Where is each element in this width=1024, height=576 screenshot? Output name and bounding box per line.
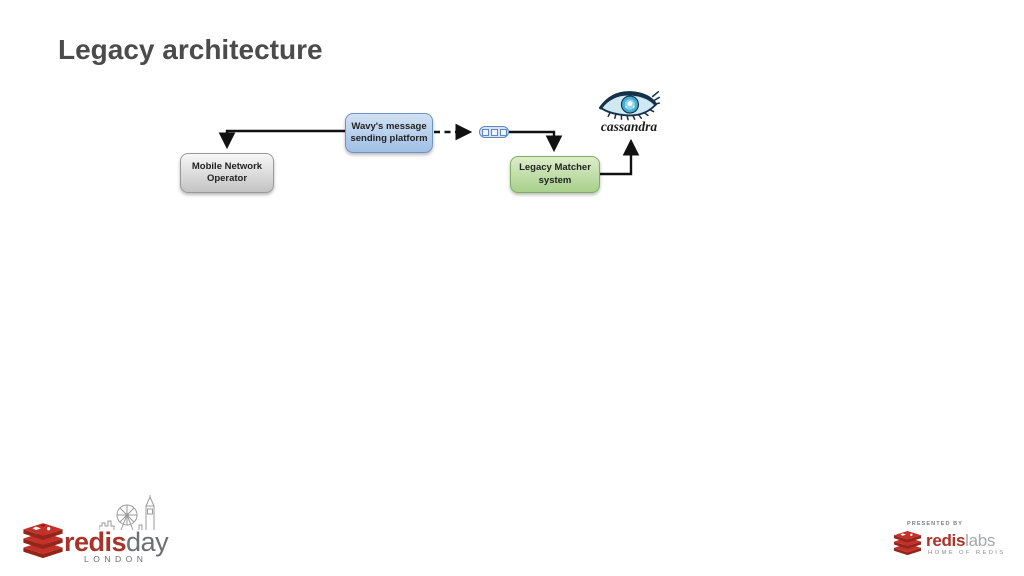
- redisday-city-text: LONDON: [84, 554, 148, 564]
- cassandra-label: cassandra: [600, 119, 658, 134]
- redisday-wordmark: redisday: [64, 527, 169, 558]
- edge-legacy-to-cassandra: [600, 138, 640, 176]
- cassandra-eye-icon: [599, 91, 660, 121]
- node-wavy-platform: Wavy's message sending platform: [345, 113, 433, 153]
- node-legacy-matcher: Legacy Matcher system: [510, 156, 600, 193]
- presented-by-label: PRESENTED BY: [907, 521, 963, 527]
- london-skyline-icon: [99, 495, 155, 531]
- node-mobile-network-operator: Mobile Network Operator: [180, 153, 274, 193]
- queue-cell-icon: [499, 128, 507, 136]
- queue-cell-icon: [481, 128, 489, 136]
- redisday-suffix-text: day: [126, 527, 169, 557]
- node-mobile-network-operator-label: Mobile Network Operator: [191, 160, 263, 184]
- edge-wavy-to-mno: [218, 129, 345, 150]
- message-queue-icon: [479, 126, 509, 138]
- redislabs-logo-icon: [893, 530, 922, 556]
- edge-queue-to-legacy: [509, 130, 563, 153]
- redislabs-suffix-text: labs: [965, 531, 996, 550]
- page-title: Legacy architecture: [58, 34, 323, 65]
- redislabs-tagline: HOME OF REDIS: [928, 550, 1006, 556]
- queue-cell-icon: [490, 128, 498, 136]
- redislabs-brand-text: redis: [926, 531, 966, 550]
- redisday-brand-text: redis: [64, 527, 127, 557]
- node-wavy-platform-label: Wavy's message sending platform: [350, 120, 428, 144]
- redis-logo-icon: [23, 523, 63, 559]
- redislabs-wordmark: redislabs: [926, 531, 995, 551]
- node-legacy-matcher-label: Legacy Matcher system: [519, 162, 591, 186]
